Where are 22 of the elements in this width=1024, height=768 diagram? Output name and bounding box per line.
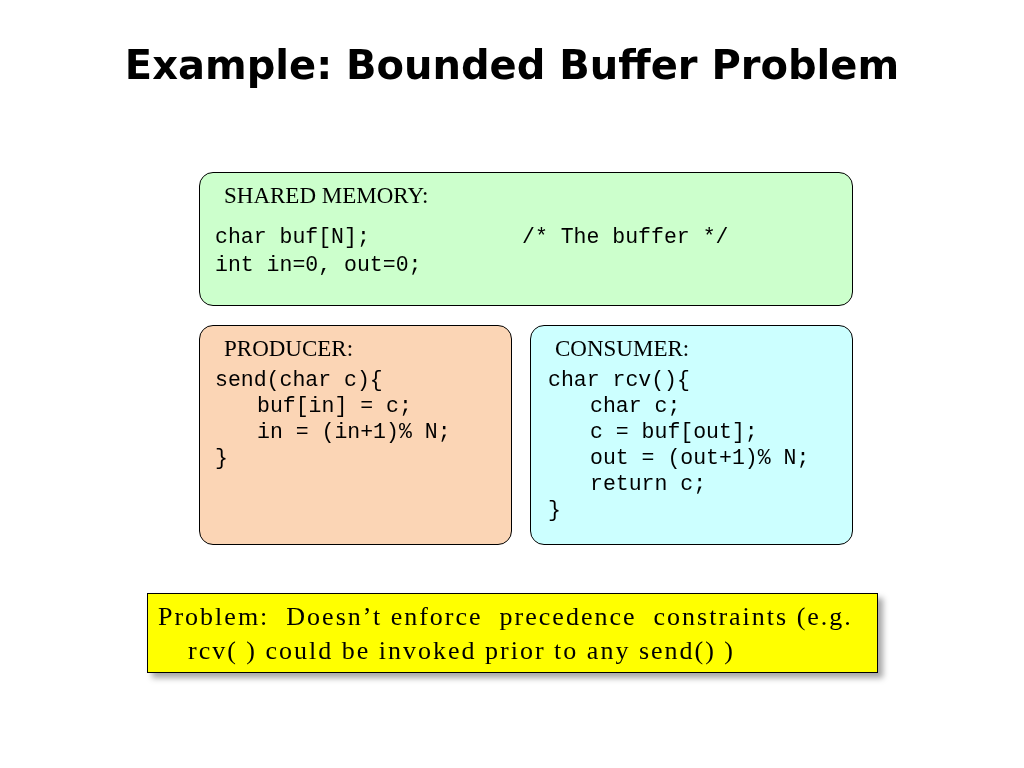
code-line: /* The buffer */ bbox=[522, 225, 729, 249]
code-panel bbox=[199, 172, 853, 306]
code-line: send(char c){ bbox=[215, 368, 383, 392]
code-line: } bbox=[548, 498, 561, 522]
code-line: buf[in] = c; bbox=[257, 394, 412, 418]
code-line: char c; bbox=[590, 394, 681, 418]
section-heading: PRODUCER: bbox=[224, 336, 354, 362]
problem-note: Problem: Doesn’t enforce precedence constraints (e.g. rcv( ) could be invoked prior to any send() ) bbox=[158, 601, 854, 667]
note-box bbox=[147, 593, 878, 673]
code-line: out = (out+1)% N; bbox=[590, 446, 810, 470]
code-line: char rcv(){ bbox=[548, 368, 690, 392]
code-line: c = buf[out]; bbox=[590, 420, 758, 444]
code-panel bbox=[199, 325, 512, 545]
code-line: return c; bbox=[590, 472, 707, 496]
title: Example: Bounded Buffer Problem bbox=[123, 42, 901, 88]
code-line: in = (in+1)% N; bbox=[257, 420, 451, 444]
code-line: } bbox=[215, 446, 228, 470]
section-heading: SHARED MEMORY: bbox=[224, 183, 429, 209]
code-panel bbox=[530, 325, 853, 545]
code-line: char buf[N]; bbox=[215, 225, 370, 249]
code-line: int in=0, out=0; bbox=[215, 253, 422, 277]
section-heading: CONSUMER: bbox=[555, 336, 690, 362]
